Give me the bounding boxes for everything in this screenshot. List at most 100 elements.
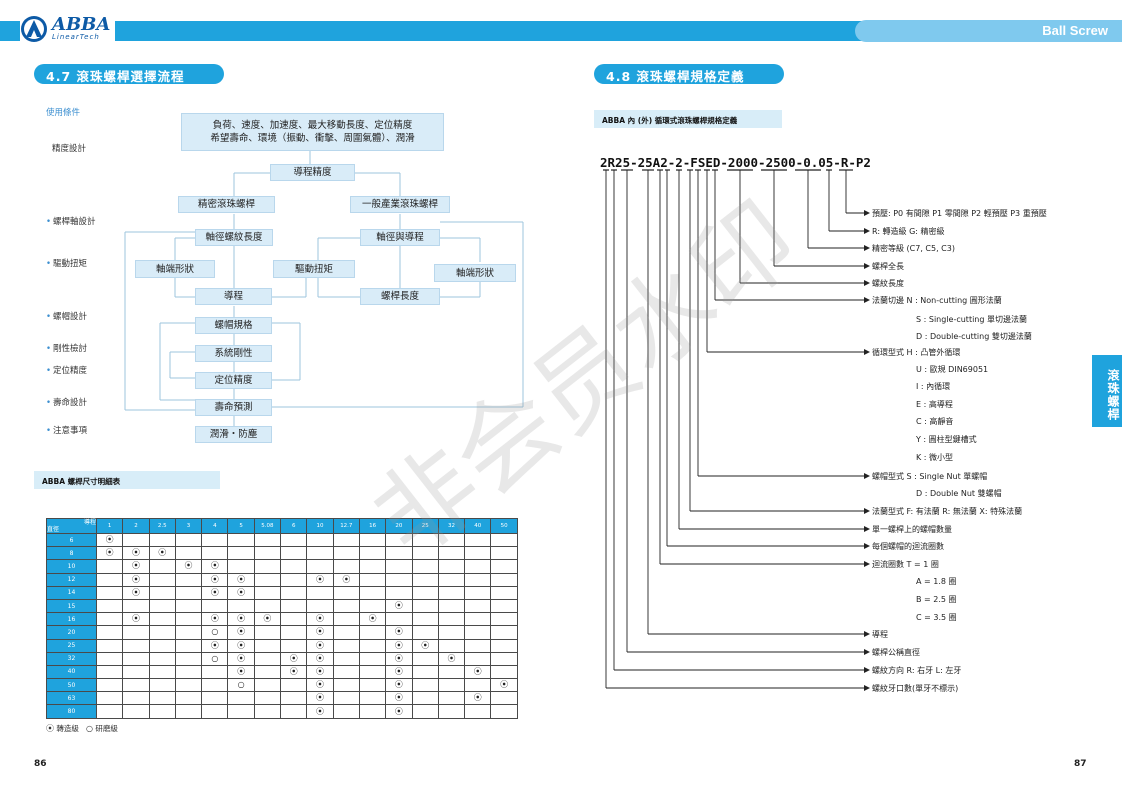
table-row: 12⦿⦿⦿⦿⦿ bbox=[46, 572, 518, 587]
flow-drive-torque: 驅動扭矩 bbox=[273, 260, 355, 278]
logo-text: ABBA bbox=[52, 14, 111, 35]
page-number-right: 87 bbox=[1074, 759, 1087, 769]
rolled-mark-icon: ⦿ bbox=[184, 561, 193, 571]
def-direction: 螺紋方向 R: 右牙 L: 左牙 bbox=[872, 666, 962, 675]
rolled-mark-icon: ⦿ bbox=[473, 666, 482, 676]
rolled-mark-icon: ⦿ bbox=[210, 614, 219, 624]
rolled-mark-icon: ⦿ bbox=[237, 653, 246, 663]
page-number-left: 86 bbox=[34, 759, 47, 769]
def-circ-y: Y : 圓柱型鍵槽式 bbox=[916, 435, 977, 444]
def-circ-h: 循環型式 H : 凸管外循環 bbox=[872, 348, 961, 357]
rolled-mark-icon: ⦿ bbox=[316, 574, 325, 584]
rolled-mark-icon: ⦿ bbox=[394, 627, 403, 637]
def-flange-type: 法蘭型式 F: 有法蘭 R: 無法蘭 X: 特殊法蘭 bbox=[872, 507, 1023, 516]
def-diameter: 螺桿公稱直徑 bbox=[872, 648, 920, 657]
def-lead: 導程 bbox=[872, 630, 888, 639]
def-thread-length: 螺紋長度 bbox=[872, 279, 904, 288]
rolled-mark-icon: ⦿ bbox=[237, 574, 246, 584]
table-row: 32○⦿⦿⦿⦿⦿ bbox=[46, 651, 518, 666]
rolled-mark-icon: ⦿ bbox=[210, 640, 219, 650]
rolled-mark-icon: ⦿ bbox=[131, 574, 140, 584]
table-corner: 導程直徑 bbox=[46, 518, 97, 534]
diameter-header: 40 bbox=[46, 664, 97, 680]
legend-rolled: 轉造級 bbox=[56, 724, 79, 733]
rolled-mark-icon: ⦿ bbox=[105, 548, 114, 558]
rolled-mark-icon: ⦿ bbox=[394, 601, 403, 611]
rolled-mark-icon: ⦿ bbox=[394, 706, 403, 716]
def-starts: 螺紋牙口數(單牙不標示) bbox=[872, 684, 959, 693]
def-nut-count: 單一螺桿上的螺帽數量 bbox=[872, 525, 952, 534]
table-row: 14⦿⦿⦿ bbox=[46, 585, 518, 600]
flow-shaft-thread-length: 軸徑螺紋長度 bbox=[195, 229, 273, 246]
conditions-line2: 希望壽命、環境（振動、衝擊、周圍氣體）、潤滑 bbox=[210, 133, 415, 144]
rolled-mark-icon: ⦿ bbox=[263, 614, 272, 624]
def-circ-k: K : 微小型 bbox=[916, 453, 954, 462]
def-circ-i: I : 內循環 bbox=[916, 382, 951, 391]
conditions-box: 負荷、速度、加速度、最大移動長度、定位精度 希望壽命、環境（振動、衝擊、周圍氣體… bbox=[181, 113, 444, 151]
rolled-mark-icon: ⦿ bbox=[316, 653, 325, 663]
ground-mark-icon: ○ bbox=[211, 653, 219, 663]
def-flange-cut-d: D : Double-cutting 雙切邊法蘭 bbox=[916, 332, 1032, 341]
diameter-header: 63 bbox=[46, 691, 97, 706]
rolled-mark-icon: ⦿ bbox=[210, 587, 219, 597]
side-label-positioning: 定位精度 bbox=[53, 366, 88, 376]
header-bar-left bbox=[0, 21, 562, 41]
flow-lead-precision: 導程精度 bbox=[270, 164, 355, 181]
ground-mark-icon: ○ bbox=[211, 627, 219, 637]
rolled-mark-icon: ⦿ bbox=[46, 724, 54, 733]
table-row: 50○⦿⦿⦿ bbox=[46, 678, 518, 693]
ground-mark-icon: ○ bbox=[237, 680, 245, 690]
def-total-length: 螺桿全長 bbox=[872, 262, 904, 271]
abba-logo: ABBA LinearTech bbox=[20, 13, 115, 45]
rolled-mark-icon: ⦿ bbox=[210, 561, 219, 571]
flow-shaft-end-right: 軸端形狀 bbox=[434, 264, 516, 282]
table-title: ABBA 螺桿尺寸明細表 bbox=[34, 471, 220, 489]
table-cell: ⦿ bbox=[306, 704, 334, 719]
def-accuracy: 精密等級 (C7, C5, C3) bbox=[872, 244, 955, 253]
conditions-line1: 負荷、速度、加速度、最大移動長度、定位精度 bbox=[212, 120, 413, 131]
table-row: 25⦿⦿⦿⦿⦿ bbox=[46, 638, 518, 653]
rolled-mark-icon: ⦿ bbox=[105, 535, 114, 545]
corner-lead: 導程 bbox=[83, 519, 96, 526]
lead-header: 40 bbox=[464, 518, 492, 534]
def-grade: R: 轉造級 G: 精密級 bbox=[872, 227, 945, 236]
def-turns-t: 迴流圈數 T = 1 圈 bbox=[872, 560, 939, 569]
flow-lubrication: 潤滑・防塵 bbox=[195, 426, 272, 443]
rolled-mark-icon: ⦿ bbox=[131, 587, 140, 597]
rolled-mark-icon: ⦿ bbox=[394, 680, 403, 690]
def-flange-cut-s: S : Single-cutting 單切邊法蘭 bbox=[916, 315, 1027, 324]
rolled-mark-icon: ⦿ bbox=[289, 653, 298, 663]
lead-header: 25 bbox=[411, 518, 439, 534]
flow-general-ball: 一般產業滾珠螺桿 bbox=[350, 196, 450, 213]
logo-subtext: LinearTech bbox=[52, 33, 100, 41]
flow-shaft-end-left: 軸端形狀 bbox=[135, 260, 215, 278]
rolled-mark-icon: ⦿ bbox=[131, 548, 140, 558]
flow-nut-spec: 螺帽規格 bbox=[195, 317, 272, 334]
section-title-4-8: 4.8 滾珠螺桿規格定義 bbox=[594, 64, 792, 84]
table-cell bbox=[490, 704, 518, 719]
flow-lead: 導程 bbox=[195, 288, 272, 305]
def-circ-e: E : 高導程 bbox=[916, 400, 953, 409]
table-row: 40⦿⦿⦿⦿⦿ bbox=[46, 664, 518, 680]
rolled-mark-icon: ⦿ bbox=[158, 548, 167, 558]
spec-code: 2R25-25A2-2-FSED-2000-2500-0.05-R-P2 bbox=[600, 155, 871, 170]
diameter-header: 50 bbox=[46, 678, 97, 693]
header-title: Ball Screw bbox=[1042, 23, 1108, 38]
rolled-mark-icon: ⦿ bbox=[394, 640, 403, 650]
section-title-4-7: 4.7 滾珠螺桿選擇流程 bbox=[34, 64, 232, 84]
legend-ground: 研磨級 bbox=[95, 724, 118, 733]
precision-design-label: 精度設計 bbox=[52, 144, 87, 154]
side-label-torque: 驅動扭矩 bbox=[53, 259, 88, 269]
diameter-header: 10 bbox=[46, 559, 97, 574]
side-label-shaft: 螺桿軸設計 bbox=[53, 217, 96, 227]
table-row: 63⦿⦿⦿ bbox=[46, 691, 518, 706]
def-nut-d: D : Double Nut 雙螺帽 bbox=[916, 489, 1002, 498]
flow-positioning: 定位精度 bbox=[195, 372, 272, 389]
rolled-mark-icon: ⦿ bbox=[316, 627, 325, 637]
rolled-mark-icon: ⦿ bbox=[237, 666, 246, 676]
side-label-notes: 注意事項 bbox=[53, 426, 88, 436]
legend: ⦿ 轉造級 ○ 研磨級 bbox=[46, 723, 118, 734]
rolled-mark-icon: ⦿ bbox=[447, 653, 456, 663]
def-circuits: 每個螺帽的迴流圈數 bbox=[872, 542, 944, 551]
